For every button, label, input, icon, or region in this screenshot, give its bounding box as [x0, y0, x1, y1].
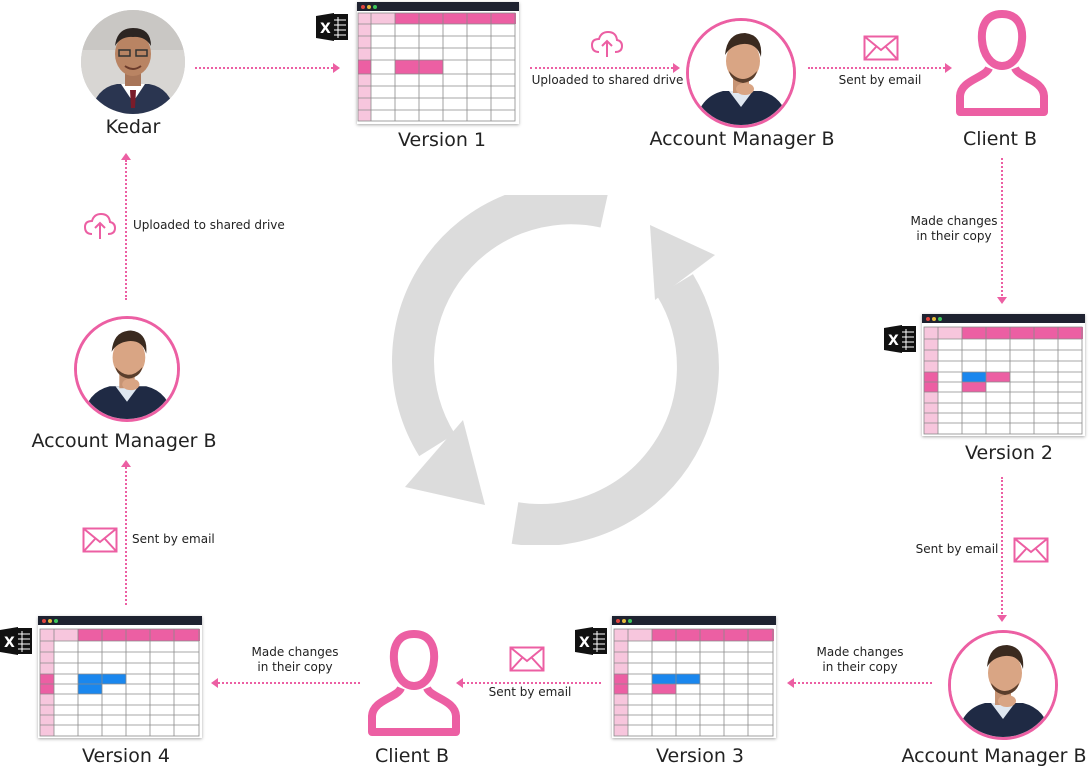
arrowhead: [121, 153, 131, 160]
edge-version4-to-am: [125, 467, 127, 605]
excel-icon: X: [316, 13, 348, 41]
arrowhead: [997, 615, 1007, 622]
arrowhead: [121, 460, 131, 467]
account-manager-label: Account Manager B: [31, 430, 217, 452]
svg-text:X: X: [320, 21, 331, 37]
edge-label-sent-email: Sent by email: [132, 532, 215, 546]
client-label: Client B: [374, 745, 450, 767]
arrowhead: [333, 63, 340, 73]
svg-text:X: X: [4, 635, 15, 651]
excel-icon: X: [575, 627, 607, 655]
edge-label-uploaded: Uploaded to shared drive: [133, 218, 285, 232]
kedar-photo: [81, 10, 185, 114]
arrowhead: [211, 678, 218, 688]
spreadsheet-grid: [613, 628, 774, 737]
window-titlebar: [612, 616, 776, 625]
edge-label-sent-email: Sent by email: [915, 542, 999, 556]
user-outline-icon: [368, 629, 460, 736]
edge-label-made-changes-line1: Made changes in their copy: [900, 214, 1008, 244]
edge-label-made-changes: Made changes in their copy: [240, 645, 350, 675]
spreadsheet-grid: [39, 628, 200, 737]
spreadsheet-grid: [357, 12, 516, 122]
edge-version3-to-client: [463, 682, 601, 684]
kedar-avatar: [81, 10, 185, 114]
envelope-icon: [82, 527, 118, 553]
envelope-icon: [509, 646, 545, 672]
edge-label-text: Made changes in their copy: [910, 214, 998, 243]
account-manager-avatar: [74, 316, 180, 422]
edge-label-uploaded: Uploaded to shared drive: [531, 73, 684, 87]
window-titlebar: [38, 616, 202, 625]
version2-spreadsheet: [922, 314, 1085, 436]
edge-client-to-version4: [218, 682, 360, 684]
edge-label-sent-email: Sent by email: [838, 73, 922, 87]
version1-spreadsheet: [357, 2, 519, 124]
edge-am-to-client: [808, 67, 945, 69]
spreadsheet-grid: [923, 326, 1083, 435]
version2-label: Version 2: [965, 442, 1053, 464]
arrowhead: [997, 297, 1007, 304]
account-manager-avatar: [686, 18, 796, 128]
svg-text:X: X: [579, 635, 590, 651]
envelope-icon: [1013, 537, 1049, 563]
cloud-upload-icon: [83, 212, 117, 239]
window-titlebar: [357, 2, 519, 11]
user-outline-icon: [956, 9, 1048, 116]
client-label: Client B: [962, 128, 1038, 150]
account-manager-label: Account Manager B: [649, 128, 835, 150]
edge-am-to-kedar: [125, 160, 127, 300]
svg-text:X: X: [888, 333, 899, 349]
version1-label: Version 1: [398, 129, 486, 151]
account-manager-avatar: [948, 630, 1058, 740]
edge-version1-to-am: [530, 67, 673, 69]
edge-kedar-to-version1: [195, 67, 333, 69]
kedar-label: Kedar: [105, 116, 161, 138]
edge-version2-to-am: [1001, 477, 1003, 614]
version4-label: Version 4: [82, 745, 170, 767]
version4-spreadsheet: [38, 616, 202, 738]
excel-icon: X: [884, 325, 916, 353]
edge-label-made-changes: Made changes in their copy: [805, 645, 915, 675]
arrowhead: [673, 63, 680, 73]
edge-label-sent-email: Sent by email: [488, 685, 572, 699]
arrowhead: [456, 678, 463, 688]
window-titlebar: [922, 314, 1085, 323]
cloud-upload-icon: [590, 30, 624, 57]
arrowhead: [945, 63, 952, 73]
edge-label-text: Made changes in their copy: [251, 645, 339, 674]
edge-am-to-version3: [794, 682, 932, 684]
version3-spreadsheet: [612, 616, 776, 738]
envelope-icon: [863, 35, 899, 61]
account-manager-label: Account Manager B: [901, 745, 1087, 767]
refresh-cycle-icon: [392, 195, 719, 545]
edge-client-to-version2: [1001, 158, 1003, 296]
account-manager-photo: [77, 319, 177, 419]
arrowhead: [787, 678, 794, 688]
version3-label: Version 3: [656, 745, 744, 767]
account-manager-photo: [689, 21, 793, 125]
excel-icon: X: [0, 627, 32, 655]
account-manager-photo: [951, 633, 1055, 737]
edge-label-text: Made changes in their copy: [816, 645, 904, 674]
